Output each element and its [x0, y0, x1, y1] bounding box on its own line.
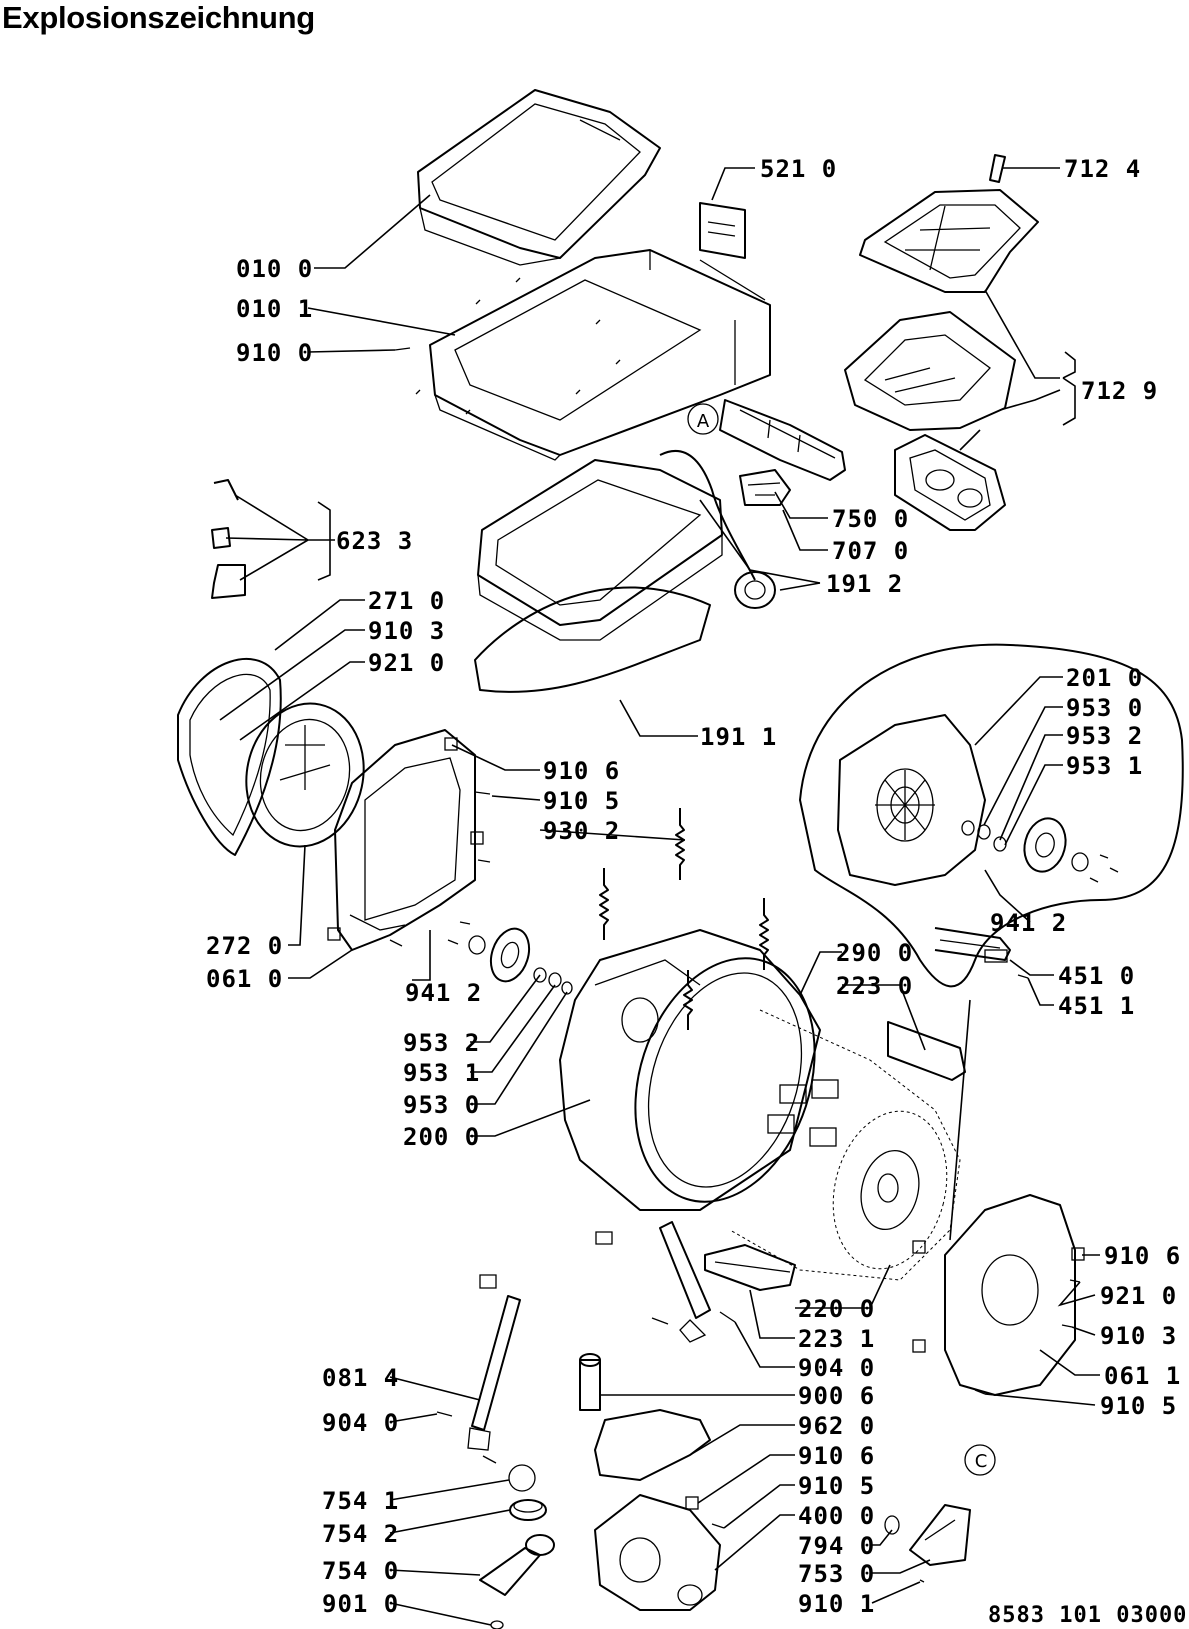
part-drum-290-0 [729, 1009, 961, 1281]
leader-lines [219, 167, 1100, 1626]
label-200-0: 200 0 [403, 1123, 480, 1151]
label-953-2a: 953 2 [1066, 722, 1143, 750]
label-061-0: 061 0 [206, 965, 283, 993]
part-shock-absorbers-081-4 [436, 1221, 736, 1464]
part-outer-tub-200-0 [559, 929, 821, 1211]
label-953-0b: 953 0 [403, 1091, 480, 1119]
part-drawer-712-9 [844, 189, 1039, 531]
label-753-0: 753 0 [798, 1560, 875, 1588]
label-290-0: 290 0 [836, 939, 913, 967]
label-794-0: 794 0 [798, 1532, 875, 1560]
label-904-0b: 904 0 [322, 1409, 399, 1437]
part-filter-900-6 [579, 1353, 601, 1411]
label-201-0: 201 0 [1066, 664, 1143, 692]
part-heater-451-0 [934, 927, 1029, 979]
label-910-5a: 910 5 [543, 787, 620, 815]
part-small-fasteners-left [327, 737, 491, 947]
label-910-6c: 910 6 [798, 1442, 875, 1470]
label-754-0: 754 0 [322, 1557, 399, 1585]
label-223-1: 223 1 [798, 1325, 875, 1353]
label-921-0b: 921 0 [1100, 1282, 1177, 1310]
part-clip-910-6c [685, 1496, 699, 1510]
part-lifter-220-0 [704, 1244, 796, 1291]
part-screw-910-0 [394, 347, 411, 351]
label-451-0: 451 0 [1058, 962, 1135, 990]
part-paddle-223-0 [887, 1021, 966, 1081]
label-707-0: 707 0 [832, 537, 909, 565]
label-910-0: 910 0 [236, 339, 313, 367]
label-750-0: 750 0 [832, 505, 909, 533]
label-910-3a: 910 3 [368, 617, 445, 645]
part-pump-400-0 [594, 1494, 721, 1611]
label-910-6b: 910 6 [1104, 1242, 1181, 1270]
label-010-0: 010 0 [236, 255, 313, 283]
label-910-5b: 910 5 [1100, 1392, 1177, 1420]
callout-circle-a: A [687, 403, 719, 435]
label-930-2: 930 2 [543, 817, 620, 845]
label-061-1: 061 1 [1104, 1362, 1181, 1390]
label-451-1: 451 1 [1058, 992, 1135, 1020]
part-valve-707-0 [739, 469, 791, 506]
label-962-0: 962 0 [798, 1412, 875, 1440]
label-953-1b: 953 1 [403, 1059, 480, 1087]
label-910-3b: 910 3 [1100, 1322, 1177, 1350]
label-712-4: 712 4 [1064, 155, 1141, 183]
page-title: Explosionszeichnung [2, 0, 315, 35]
label-910-5c: 910 5 [798, 1472, 875, 1500]
part-plate-962-0 [594, 1409, 711, 1481]
part-plate-521-0 [699, 202, 746, 259]
part-electrical-623-3 [211, 479, 246, 599]
label-941-2b: 941 2 [405, 979, 482, 1007]
label-223-0: 223 0 [836, 972, 913, 1000]
label-400-0: 400 0 [798, 1502, 875, 1530]
part-door-seal-271-0 [177, 658, 282, 856]
document-number: 8583 101 03000 [988, 1603, 1188, 1628]
label-901-0: 901 0 [322, 1590, 399, 1618]
part-pin-712-4 [989, 154, 1006, 183]
part-lid-010-0 [417, 89, 661, 266]
part-bracket-750-0 [719, 399, 846, 481]
callout-circle-c: C [964, 1444, 996, 1476]
label-754-1: 754 1 [322, 1487, 399, 1515]
part-springs-930-2 [599, 808, 769, 1030]
label-272-0: 272 0 [206, 932, 283, 960]
part-hose-191-2 [659, 449, 776, 609]
label-754-2: 754 2 [322, 1520, 399, 1548]
detail-bubble-rear-tub [799, 643, 1184, 988]
label-010-1: 010 1 [236, 295, 313, 323]
label-953-2b: 953 2 [403, 1029, 480, 1057]
callout-a-letter: A [697, 411, 710, 432]
part-bearing-941-2-left [468, 927, 573, 995]
label-941-2a: 941 2 [990, 909, 1067, 937]
label-521-0: 521 0 [760, 155, 837, 183]
callout-c-letter: C [975, 1451, 988, 1472]
part-drain-754 [479, 1464, 555, 1629]
part-labels: 010 0 010 1 910 0 521 0 712 4 712 9 750 … [206, 155, 1181, 1618]
label-921-0a: 921 0 [368, 649, 445, 677]
label-220-0: 220 0 [798, 1295, 875, 1323]
label-271-0: 271 0 [368, 587, 445, 615]
label-953-0a: 953 0 [1066, 694, 1143, 722]
label-910-1: 910 1 [798, 1590, 875, 1618]
part-door-frame-272-0 [245, 702, 365, 848]
part-screw-910-5c [711, 1523, 725, 1529]
label-191-1: 191 1 [700, 723, 777, 751]
part-front-panel-061-0 [334, 729, 476, 951]
part-sensor-753-0 [884, 1504, 971, 1583]
label-623-3: 623 3 [336, 527, 413, 555]
label-904-0a: 904 0 [798, 1354, 875, 1382]
part-tub-ring-191-1 [474, 459, 723, 693]
label-910-6a: 910 6 [543, 757, 620, 785]
label-191-2: 191 2 [826, 570, 903, 598]
label-712-9: 712 9 [1081, 377, 1158, 405]
part-rear-panel-061-1 [912, 1194, 1085, 1396]
label-081-4: 081 4 [322, 1364, 399, 1392]
label-953-1a: 953 1 [1066, 752, 1143, 780]
part-top-frame-010-1 [415, 249, 771, 461]
label-900-6: 900 6 [798, 1382, 875, 1410]
